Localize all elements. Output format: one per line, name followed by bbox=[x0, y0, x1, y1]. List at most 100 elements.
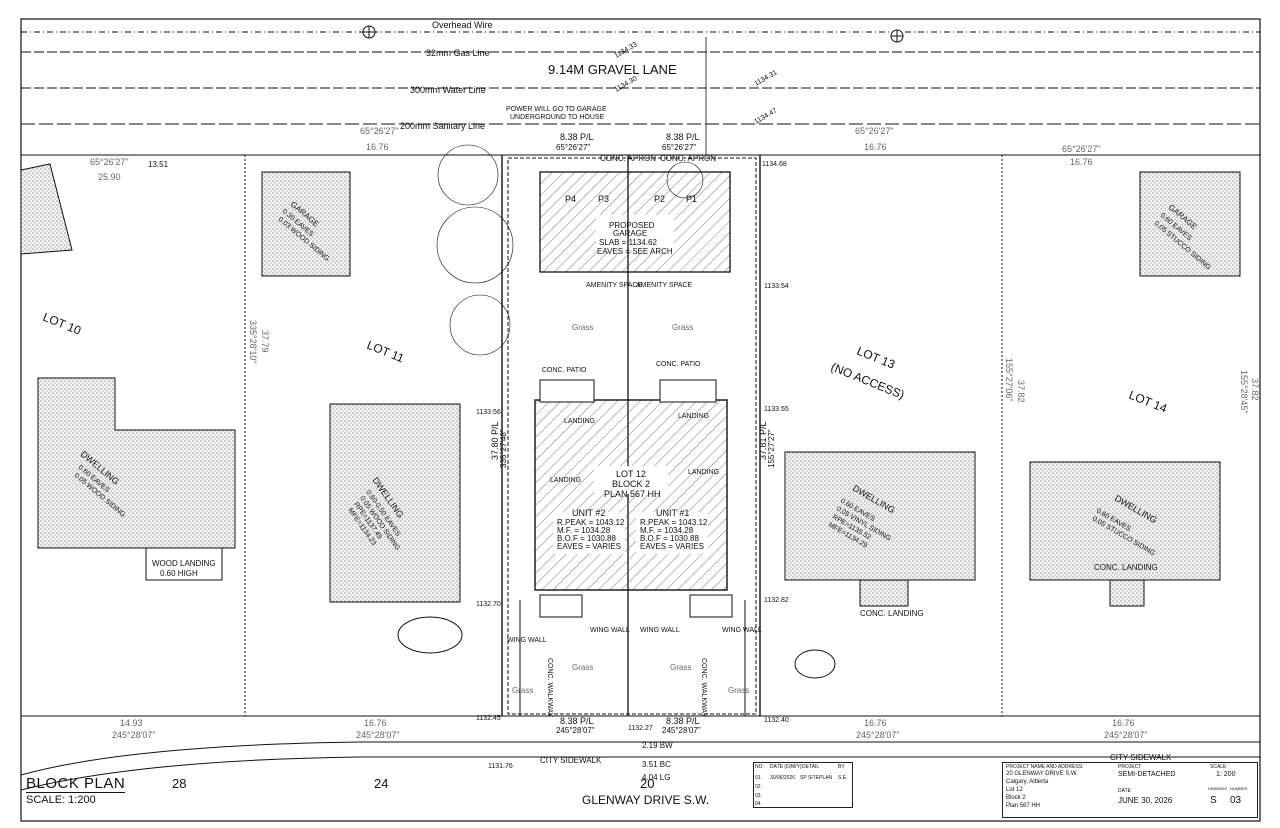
curb-line bbox=[20, 741, 1260, 776]
parking-p3: P3 bbox=[598, 194, 609, 204]
lot10-shed bbox=[20, 163, 73, 255]
address-line-3: Lot 12 bbox=[1006, 787, 1023, 793]
bc-label: 3.51 BC bbox=[642, 760, 671, 769]
lot12-label: LOT 12 bbox=[616, 469, 646, 479]
lot14-landing bbox=[1109, 579, 1145, 607]
elev: 1132.82 bbox=[764, 597, 789, 604]
sheet-label: DRAWING bbox=[1208, 786, 1228, 791]
rear-bearing-lot14: 65°26'27" bbox=[1062, 144, 1101, 154]
rear-bearing-lot13: 65°26'27" bbox=[855, 126, 894, 136]
side-pl-right: 37.81 P/L bbox=[758, 421, 768, 460]
wood-landing-height: 0.60 HIGH bbox=[160, 569, 198, 578]
wing-wall-1: WING WALL bbox=[590, 627, 630, 634]
lot11-label: LOT 11 bbox=[365, 338, 407, 366]
front-dim-lot11: 16.76 bbox=[364, 718, 387, 728]
rev-header-by: BY bbox=[838, 764, 845, 770]
lot10-garage bbox=[261, 171, 351, 277]
bearing-front-right: 245°28'07" bbox=[662, 726, 701, 735]
pl-rear-left: 8.38 P/L bbox=[560, 132, 594, 142]
elev: 1134.47 bbox=[754, 107, 779, 126]
rev-row-no: 01. bbox=[755, 775, 762, 781]
rev-row-detail: SP SITEPLAN bbox=[800, 775, 833, 781]
elev: 1133.55 bbox=[764, 406, 789, 413]
front-dim-lot10: 14.93 bbox=[120, 718, 143, 728]
pl-rear-right: 8.38 P/L bbox=[666, 132, 700, 142]
front-bearing-lot13: 245°28'07" bbox=[856, 730, 900, 740]
house-number-24: 24 bbox=[374, 776, 388, 791]
plan-label: PLAN 567 HH bbox=[604, 489, 661, 499]
rev-row-no: 04. bbox=[755, 801, 762, 807]
sanitary-line-label: 200mm Sanitary Line bbox=[400, 121, 485, 131]
lot14-garage bbox=[1139, 171, 1241, 277]
tree-icon bbox=[397, 616, 463, 654]
front-bearing-lot14: 245°28'07" bbox=[1104, 730, 1148, 740]
unit1-eaves: EAVES = VARIES bbox=[640, 542, 704, 551]
title-block bbox=[1002, 762, 1258, 818]
elev: 1132.40 bbox=[764, 717, 789, 724]
house-number-28: 28 bbox=[172, 776, 186, 791]
unit2-name: UNIT #2 bbox=[572, 508, 605, 518]
grass-front-right: Grass bbox=[670, 663, 691, 672]
patio-right: CONC. PATIO bbox=[656, 361, 701, 368]
scale-label: SCALE bbox=[1210, 764, 1227, 770]
side-bearing-right: 155°27'27" bbox=[767, 429, 776, 468]
sheet-letter: S bbox=[1210, 795, 1217, 806]
side-dim-lot13: 37.82 bbox=[1016, 380, 1026, 403]
rev-row-by: S.E. bbox=[838, 775, 848, 781]
wing-wall-3: WING WALL bbox=[507, 637, 547, 644]
rev-row-no: 02. bbox=[755, 784, 762, 790]
rear-bearing-lot11: 65°26'27" bbox=[360, 126, 399, 136]
overhead-wire-label: Overhead Wire bbox=[432, 20, 493, 30]
address-line-5: Plan 567 HH bbox=[1006, 803, 1041, 809]
side-pl-left: 37.80 P/L bbox=[490, 421, 500, 460]
house-number-20: 20 bbox=[640, 776, 654, 791]
project-label: PROJECT NAME AND ADDRESS: bbox=[1006, 764, 1084, 770]
rear-dim-lot13: 16.76 bbox=[864, 142, 887, 152]
bw-label: 2.19 BW bbox=[642, 741, 673, 750]
sidewalk-label: CITY SIDEWALK bbox=[540, 756, 602, 765]
garage-eaves: EAVES = SEE ARCH bbox=[597, 247, 673, 256]
bearing-front-left: 245°28'07" bbox=[556, 726, 595, 735]
garage-title: PROPOSED bbox=[609, 221, 655, 230]
conc-apron-right: CONC. APRON bbox=[660, 154, 716, 163]
walkway-left: CONC. WALKWAY bbox=[546, 658, 553, 718]
drawing-title-text: BLOCK PLAN bbox=[26, 775, 126, 793]
sheet-no-label: NUMBER bbox=[1230, 786, 1248, 791]
semi-detached-dwelling bbox=[534, 399, 728, 591]
lot10-dwelling bbox=[37, 377, 236, 549]
pl-front-left: 8.38 P/L bbox=[560, 716, 594, 726]
wood-landing-label: WOOD LANDING bbox=[152, 559, 216, 568]
garage-subtitle: GARAGE bbox=[613, 229, 647, 238]
drawing-title: BLOCK PLAN bbox=[26, 775, 126, 793]
rev-header-date: DATE (D/M/Y) bbox=[770, 764, 802, 770]
lot13-dwelling bbox=[784, 451, 976, 581]
lg-label: 4.04 LG bbox=[642, 773, 670, 782]
conc-apron-left: CONC. APRON bbox=[600, 154, 656, 163]
wing-wall-2: WING WALL bbox=[640, 627, 680, 634]
rev-row-no: 03. bbox=[755, 793, 762, 799]
power-note-2: UNDERGROUND TO HOUSE bbox=[510, 114, 605, 121]
lot14-label: LOT 14 bbox=[1127, 388, 1169, 416]
rev-header-detail: DETAIL bbox=[802, 764, 820, 770]
elev: 1132.27 bbox=[628, 725, 653, 732]
street-name: GLENWAY DRIVE S.W. bbox=[582, 793, 709, 807]
elev: 1131.76 bbox=[488, 763, 513, 770]
front-bearing-lot10: 245°28'07" bbox=[112, 730, 156, 740]
grass-front-left: Grass bbox=[572, 663, 593, 672]
date-label: DATE bbox=[1118, 788, 1131, 794]
side-bearing-lot10: 335°28'10" bbox=[248, 320, 258, 364]
lot-lines bbox=[21, 155, 1260, 717]
utility-lines bbox=[21, 25, 1260, 156]
lot13-conc-landing: CONC. LANDING bbox=[860, 609, 924, 618]
revision-table bbox=[753, 762, 853, 808]
sidewalk-line bbox=[20, 756, 1260, 791]
elev: 1134.31 bbox=[754, 69, 779, 88]
elev: 1132.45 bbox=[476, 715, 501, 722]
address-line-1: 20 GLENWAY DRIVE S.W. bbox=[1006, 771, 1078, 777]
bearing-rear-left: 65°26'27" bbox=[556, 143, 590, 152]
unit2-eaves: EAVES = VARIES bbox=[557, 542, 621, 551]
dim-13-51: 13.51 bbox=[148, 160, 169, 169]
block-label: BLOCK 2 bbox=[612, 479, 650, 489]
unit1-mf: M.F. = 1034.28 bbox=[640, 526, 694, 535]
